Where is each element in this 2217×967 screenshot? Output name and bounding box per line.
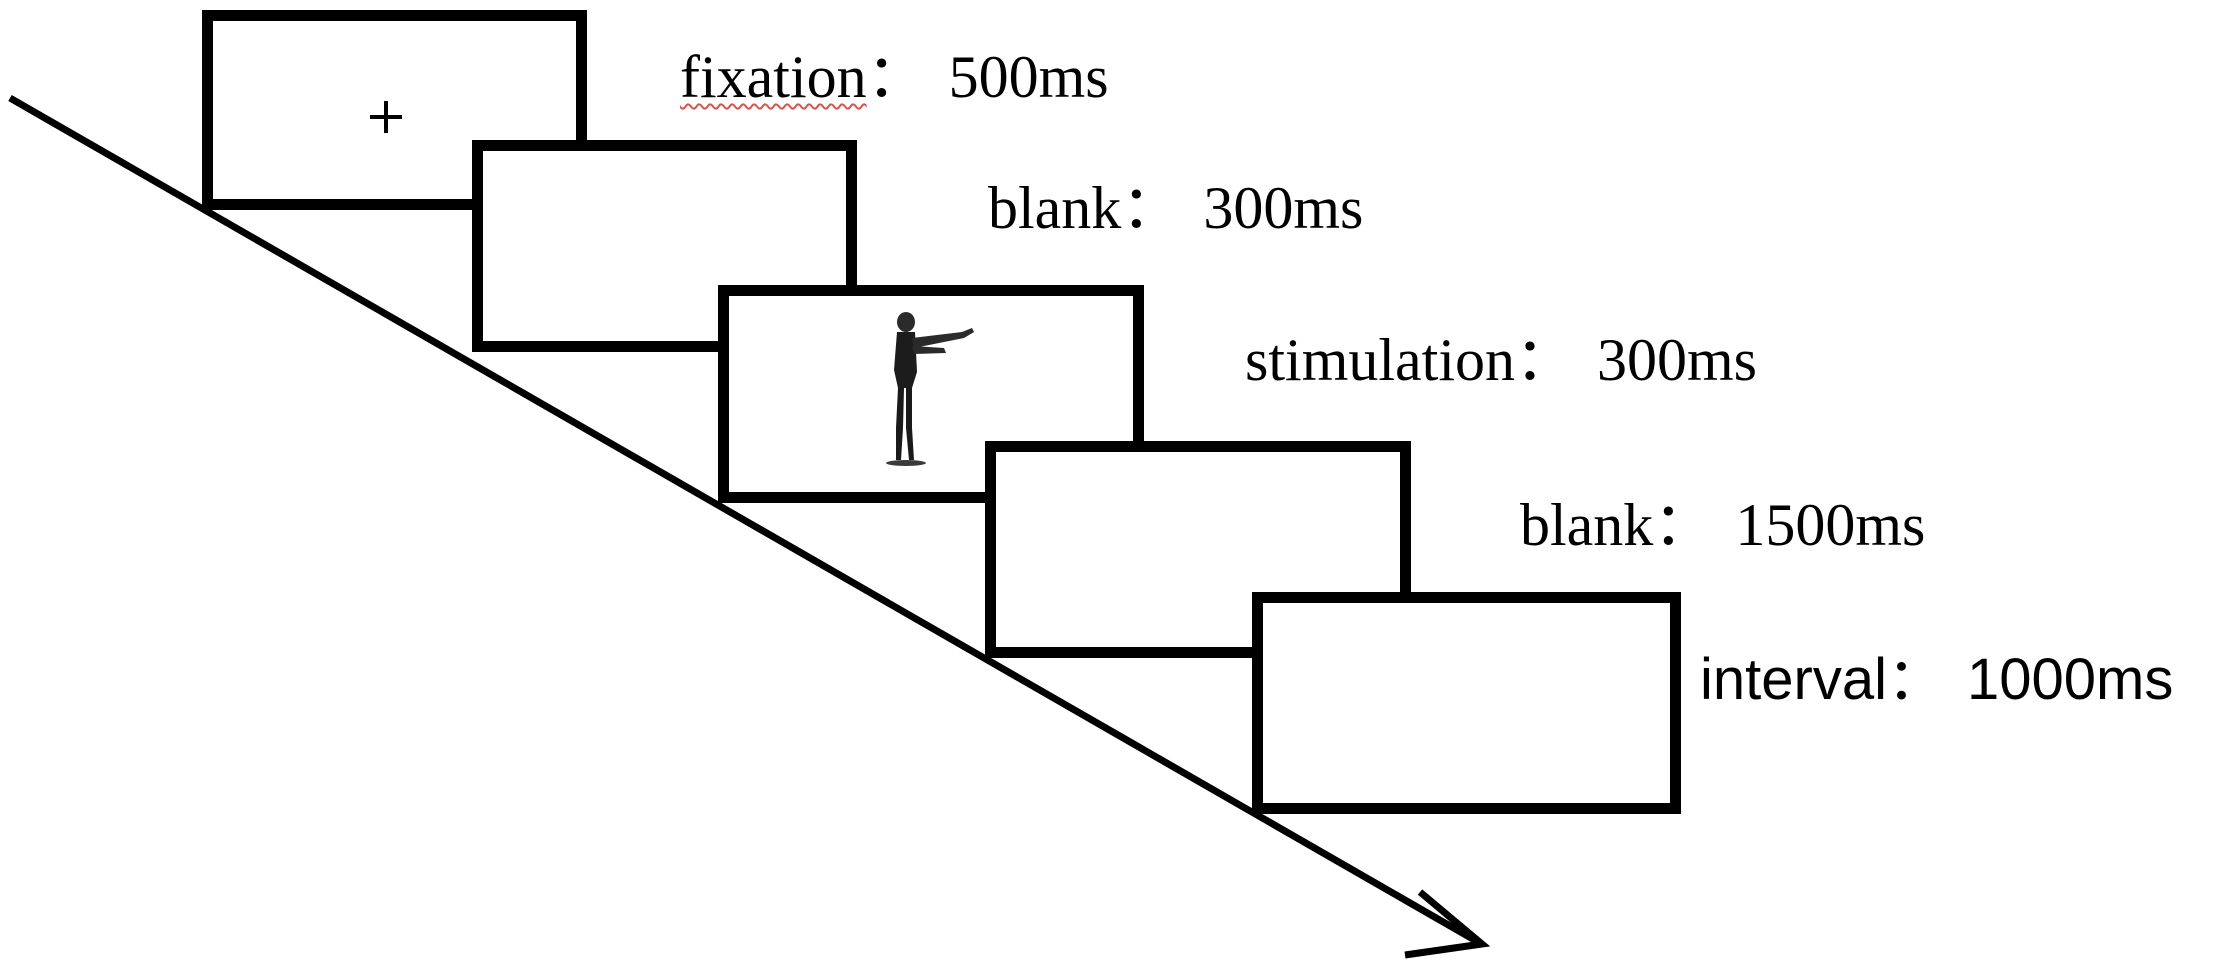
step-separator: ： — [1121, 175, 1182, 241]
person-silhouette-icon — [886, 312, 974, 466]
arrowhead — [1404, 889, 1491, 959]
step-name: interval — [1700, 647, 1887, 712]
step-separator: ： — [1653, 492, 1714, 558]
step-duration: 1500ms — [1735, 492, 1926, 558]
step-label-interval: interval： 1000ms — [1700, 650, 2173, 710]
step-duration: 300ms — [1203, 175, 1364, 241]
frame-fixation — [202, 10, 587, 210]
step-duration: 1000ms — [1967, 647, 2174, 712]
plus-icon — [370, 101, 402, 133]
step-label-blank-1: blank： 300ms — [988, 178, 1363, 238]
step-name: blank — [1520, 492, 1654, 558]
step-label-blank-2: blank： 1500ms — [1520, 495, 1925, 555]
frame-interval — [1252, 592, 1681, 814]
step-name: fixation — [680, 44, 867, 110]
step-separator: ： — [1515, 327, 1575, 393]
step-label-fixation: fixation： 500ms — [680, 47, 1109, 107]
step-separator: ： — [866, 44, 927, 110]
step-name: stimulation — [1245, 327, 1515, 393]
step-label-stimulation: stimulation： 300ms — [1245, 330, 1757, 390]
timeline-line — [8, 94, 1480, 946]
step-duration: 300ms — [1597, 327, 1758, 393]
step-separator: ： — [1886, 647, 1945, 712]
step-name: blank — [988, 175, 1122, 241]
frame-stimulation — [718, 285, 1144, 503]
step-duration: 500ms — [948, 44, 1109, 110]
